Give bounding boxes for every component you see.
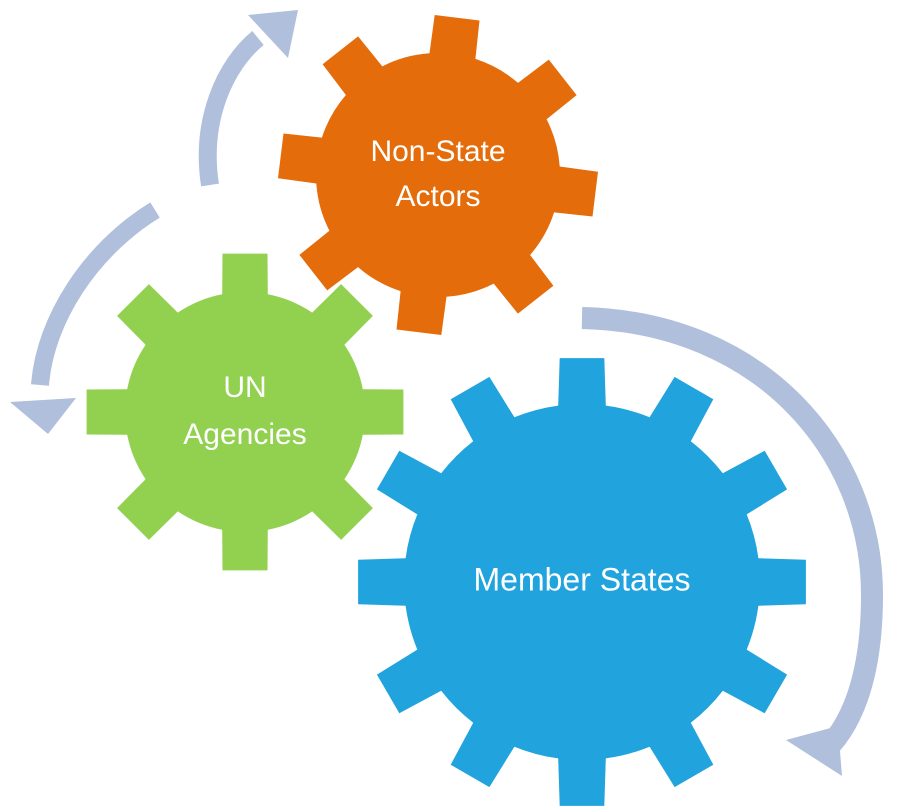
arrow-to-top	[198, 31, 264, 187]
cycle-arrows	[10, 10, 884, 776]
gear-label-line-1: UN	[223, 371, 266, 404]
arrowhead-left	[10, 398, 76, 434]
gear-member-states: Member States	[358, 358, 806, 806]
gear-label-line-1: Non-State	[370, 135, 505, 168]
gear-label-line-2: Agencies	[183, 418, 306, 451]
gear-shape	[86, 253, 404, 571]
arrowhead-bottom	[786, 726, 842, 776]
gear-label-line-2: Actors	[395, 180, 480, 213]
arrow-to-left	[31, 202, 160, 386]
gear-un-agencies: UN Agencies	[86, 253, 404, 571]
gear-non-state-actors: Non-State Actors	[278, 15, 598, 335]
arrowhead-top	[248, 10, 298, 58]
gear-shape	[278, 15, 598, 335]
gear-label-line-1: Member States	[474, 561, 691, 597]
arrow-to-bottom	[581, 307, 884, 764]
gear-shape	[358, 358, 806, 806]
